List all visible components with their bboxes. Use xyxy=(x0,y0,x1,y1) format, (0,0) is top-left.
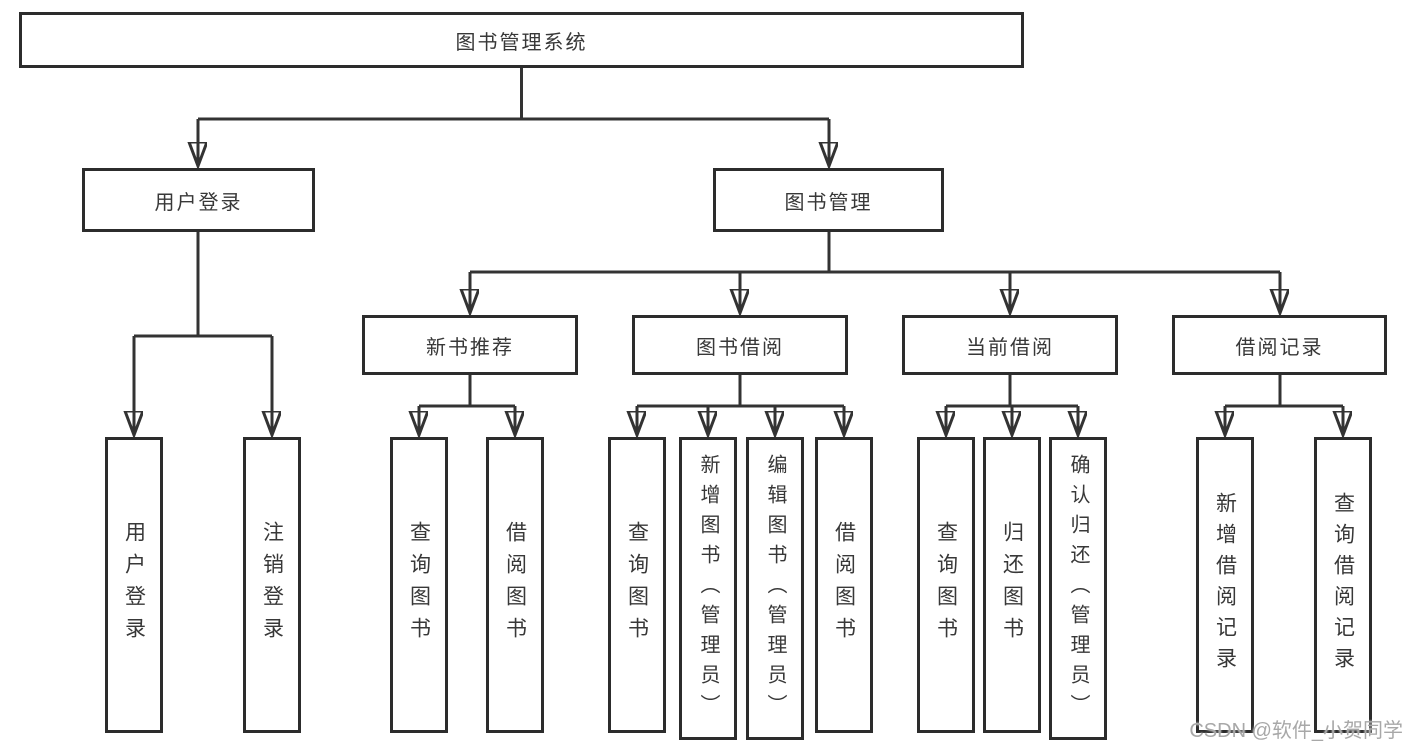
node-library-system: 图书管理系统 xyxy=(19,12,1024,68)
leaf-label: 借阅图书 xyxy=(503,521,527,649)
leaf-label: 归还图书 xyxy=(1000,521,1024,649)
node-borrow-records: 借阅记录 xyxy=(1172,315,1387,375)
leaf-return-books: 归还图书 xyxy=(983,437,1041,733)
node-label: 图书管理 xyxy=(784,191,873,214)
node-label: 用户登录 xyxy=(154,191,243,214)
node-current-borrow: 当前借阅 xyxy=(902,315,1118,375)
leaf-label: 新增借阅记录 xyxy=(1213,492,1237,678)
node-label: 图书管理系统 xyxy=(455,31,588,54)
leaf-label: 查询图书 xyxy=(407,521,431,649)
leaf-label: 查询借阅记录 xyxy=(1331,492,1355,678)
leaf-logout: 注销登录 xyxy=(243,437,301,733)
node-label: 新书推荐 xyxy=(426,336,514,359)
node-new-book-recommend: 新书推荐 xyxy=(362,315,578,375)
leaf-borrow-books-recommend: 借阅图书 xyxy=(486,437,544,733)
leaf-borrow-books: 借阅图书 xyxy=(815,437,873,733)
leaf-label: 注销登录 xyxy=(260,521,284,649)
leaf-user-login: 用户登录 xyxy=(105,437,163,733)
node-label: 图书借阅 xyxy=(696,336,784,359)
node-label: 当前借阅 xyxy=(966,336,1054,359)
node-book-borrow: 图书借阅 xyxy=(632,315,848,375)
leaf-query-books-borrow: 查询图书 xyxy=(608,437,666,733)
leaf-label: 借阅图书 xyxy=(832,521,856,649)
leaf-query-borrow-record: 查询借阅记录 xyxy=(1314,437,1372,733)
leaf-label: 编辑图书（管理员） xyxy=(764,453,786,724)
leaf-label: 查询图书 xyxy=(625,521,649,649)
node-book-management: 图书管理 xyxy=(713,168,944,232)
node-user-login: 用户登录 xyxy=(82,168,315,232)
leaf-add-borrow-record: 新增借阅记录 xyxy=(1196,437,1254,733)
leaf-query-books-current: 查询图书 xyxy=(917,437,975,733)
leaf-label: 用户登录 xyxy=(122,521,146,649)
leaf-label: 查询图书 xyxy=(934,521,958,649)
leaf-confirm-return-admin: 确认归还（管理员） xyxy=(1049,437,1107,740)
leaf-label: 新增图书（管理员） xyxy=(697,453,719,724)
leaf-edit-books-admin: 编辑图书（管理员） xyxy=(746,437,804,740)
leaf-query-books-recommend: 查询图书 xyxy=(390,437,448,733)
leaf-add-books-admin: 新增图书（管理员） xyxy=(679,437,737,740)
node-label: 借阅记录 xyxy=(1235,336,1324,359)
leaf-label: 确认归还（管理员） xyxy=(1067,453,1089,724)
watermark-text: CSDN @软件_小贺同学 xyxy=(1189,720,1403,742)
